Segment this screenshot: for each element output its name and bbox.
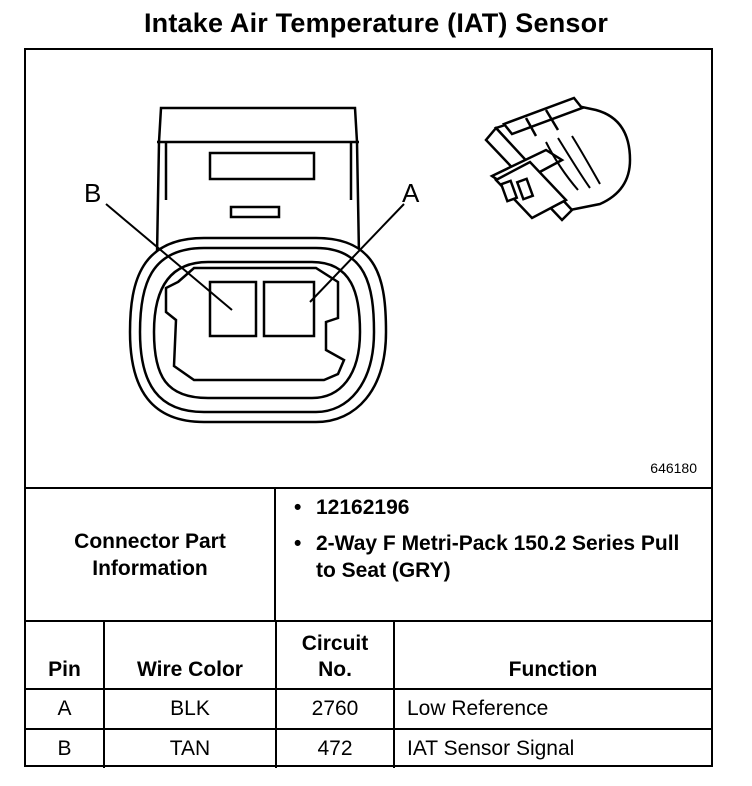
page-title: Intake Air Temperature (IAT) Sensor	[143, 8, 609, 38]
pin-table-header-row: Pin Wire Color Circuit No. Function	[26, 622, 711, 690]
connector-drawing: B A	[84, 96, 632, 424]
terminal-a	[262, 280, 316, 338]
connector-isometric-view	[484, 96, 632, 222]
header-circuit-line2: No.	[318, 658, 352, 681]
info-label-line2: Information	[92, 556, 208, 580]
table-row: B TAN 472 IAT Sensor Signal	[26, 728, 711, 768]
header-pin: Pin	[26, 622, 105, 690]
wire-color-cell: BLK	[103, 688, 277, 730]
connector-part-info-label: Connector Part Information	[26, 489, 276, 620]
function-cell: Low Reference	[393, 688, 711, 730]
connector-pin-cavity	[164, 266, 346, 382]
pin-label-a: A	[402, 178, 420, 208]
connector-type-item: 2-Way F Metri-Pack 150.2 Series Pull to …	[294, 530, 694, 584]
header-wire-color: Wire Color	[103, 622, 277, 690]
leader-line-b	[105, 203, 233, 311]
leader-line-a	[309, 203, 405, 303]
info-label-line1: Connector Part	[74, 529, 226, 553]
connector-outer-housing	[128, 236, 388, 424]
terminal-b	[208, 280, 258, 338]
table-row: A BLK 2760 Low Reference	[26, 688, 711, 730]
lock-window	[208, 151, 316, 181]
figure-id: 646180	[650, 460, 697, 476]
pin-label-b: B	[84, 178, 101, 208]
connector-part-info-list: 12162196 2-Way F Metri-Pack 150.2 Series…	[294, 494, 694, 593]
wire-color-cell: TAN	[103, 728, 277, 768]
pin-table: Pin Wire Color Circuit No. Function A BL…	[26, 622, 711, 768]
connector-info-frame: B A 646180 Connector Part Infor	[24, 48, 713, 768]
connector-diagram: B A 646180	[26, 50, 711, 489]
connector-part-info: Connector Part Information 12162196 2-Wa…	[26, 489, 711, 622]
part-number-item: 12162196	[294, 494, 694, 521]
circuit-cell: 2760	[275, 688, 395, 730]
header-circuit-line1: Circuit	[301, 632, 369, 655]
header-function: Function	[393, 622, 711, 690]
header-circuit-no: Circuit No.	[275, 622, 395, 690]
connector-lock-housing	[155, 106, 361, 257]
circuit-cell: 472	[275, 728, 395, 768]
pin-cell: B	[26, 728, 105, 768]
pin-cell: A	[26, 688, 105, 730]
function-cell: IAT Sensor Signal	[393, 728, 711, 768]
